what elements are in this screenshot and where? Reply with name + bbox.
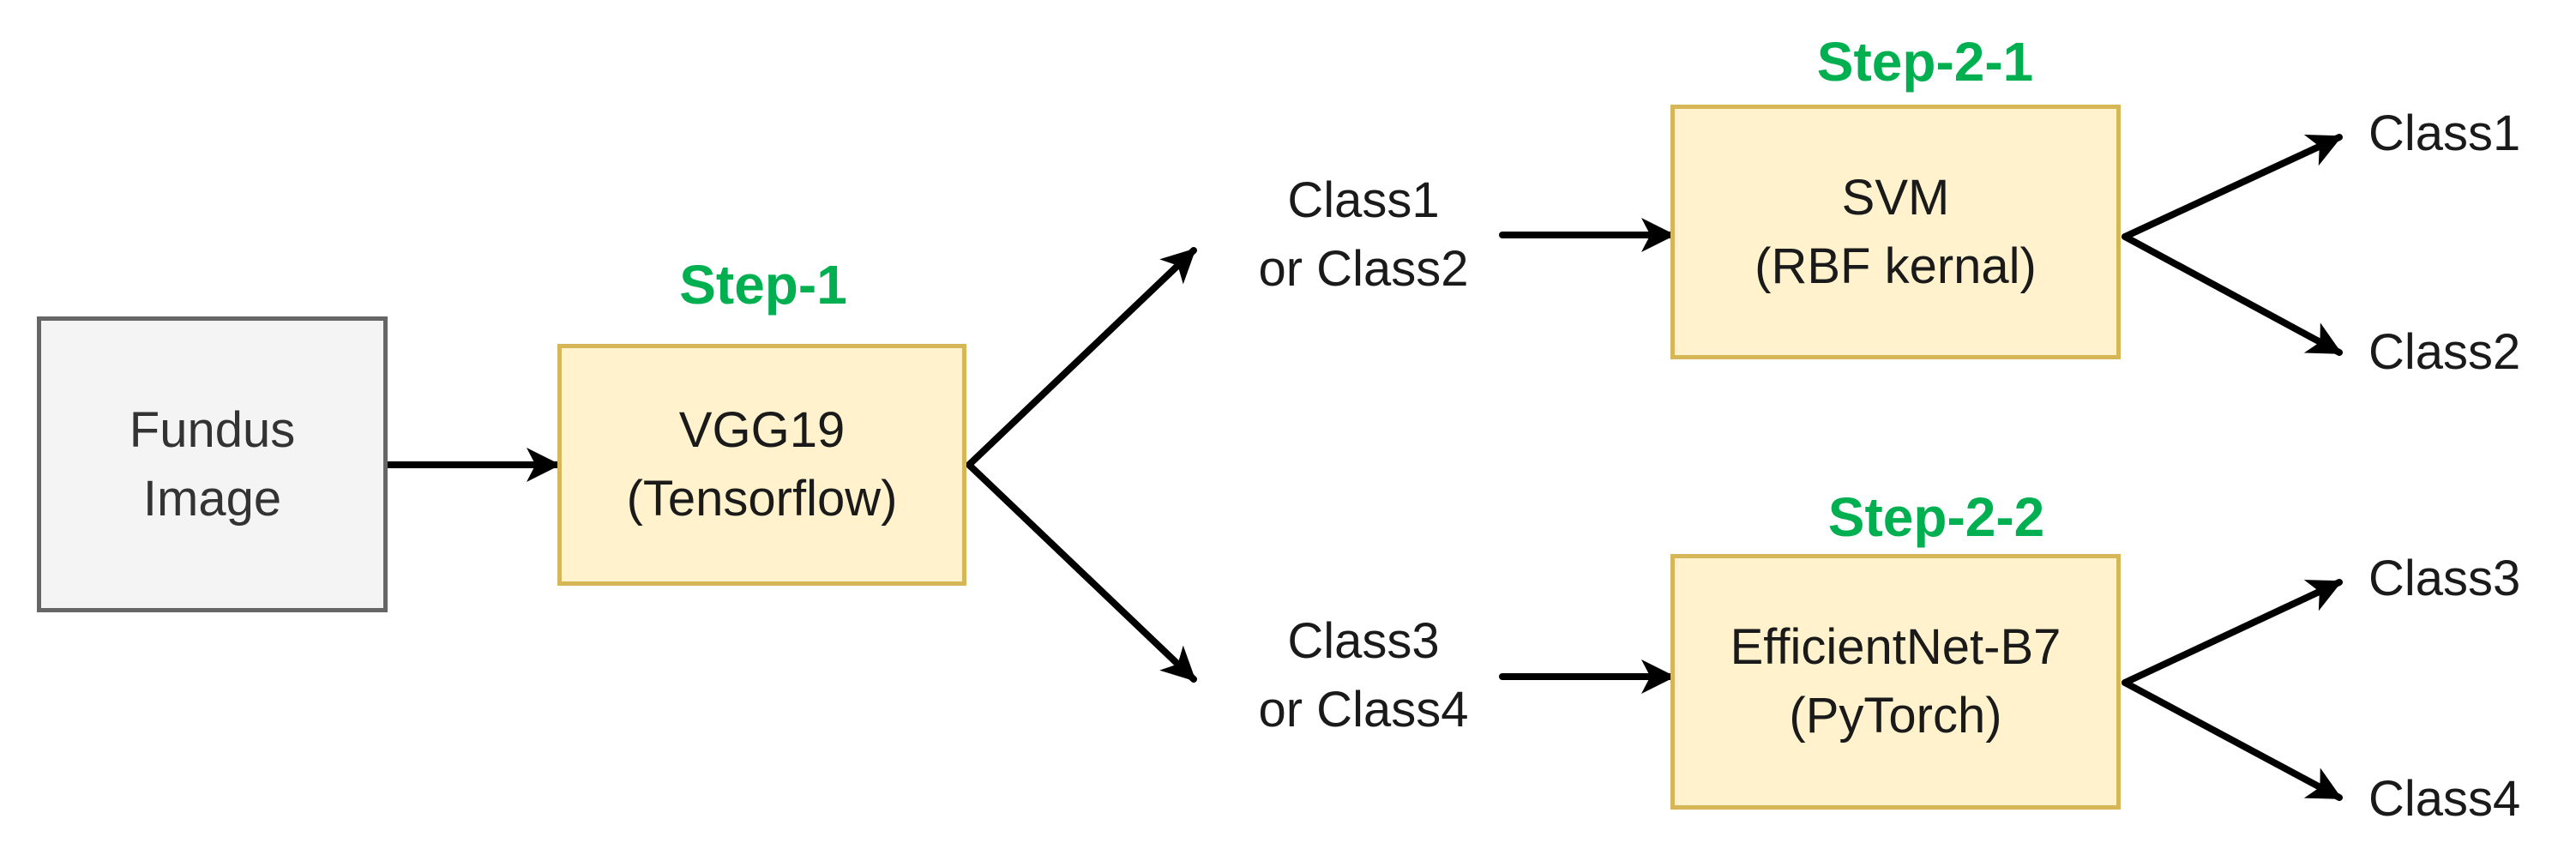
lower-branch-line2: or Class4 <box>1258 682 1469 738</box>
upper-branch-line2: or Class2 <box>1258 241 1469 297</box>
upper-branch-label: Class1 or Class2 <box>1209 166 1518 304</box>
upper-branch-line1: Class1 <box>1287 172 1440 228</box>
arrow-svm-to-class1 <box>2122 134 2343 240</box>
step-2-1-label: Step-2-1 <box>1816 31 2034 93</box>
output-class3: Class3 <box>2368 551 2521 606</box>
svm-line1: SVM <box>1841 169 1950 226</box>
fundus-image-line2: Image <box>142 470 282 527</box>
arrow-vgg19-to-upper-branch <box>966 247 1197 468</box>
step-1-label: Step-1 <box>679 254 847 316</box>
arrow-efficientnet-to-class3 <box>2122 579 2343 686</box>
lower-branch-label: Class3 or Class4 <box>1209 607 1518 744</box>
efficientnet-line1: EfficientNet-B7 <box>1730 619 2061 675</box>
arrow-efficientnet-to-class4 <box>2122 679 2343 801</box>
vgg19-line1: VGG19 <box>678 402 846 458</box>
lower-branch-line1: Class3 <box>1287 613 1440 669</box>
fundus-image-node: Fundus Image <box>37 316 388 612</box>
fundus-image-line1: Fundus <box>129 401 296 458</box>
output-class2: Class2 <box>2368 324 2521 380</box>
svm-line2: (RBF kernal) <box>1754 238 2037 294</box>
vgg19-line2: (Tensorflow) <box>626 471 898 527</box>
efficientnet-node: EfficientNet-B7 (PyTorch) <box>1670 554 2121 810</box>
output-class1: Class1 <box>2368 105 2521 161</box>
arrow-vgg19-to-lower-branch <box>966 461 1197 683</box>
step-2-2-label: Step-2-2 <box>1827 486 2045 548</box>
svm-node: SVM (RBF kernal) <box>1670 105 2121 359</box>
vgg19-node: VGG19 (Tensorflow) <box>557 344 966 586</box>
efficientnet-line2: (PyTorch) <box>1789 688 2002 744</box>
output-class4: Class4 <box>2368 771 2521 827</box>
arrow-svm-to-class2 <box>2122 233 2343 356</box>
